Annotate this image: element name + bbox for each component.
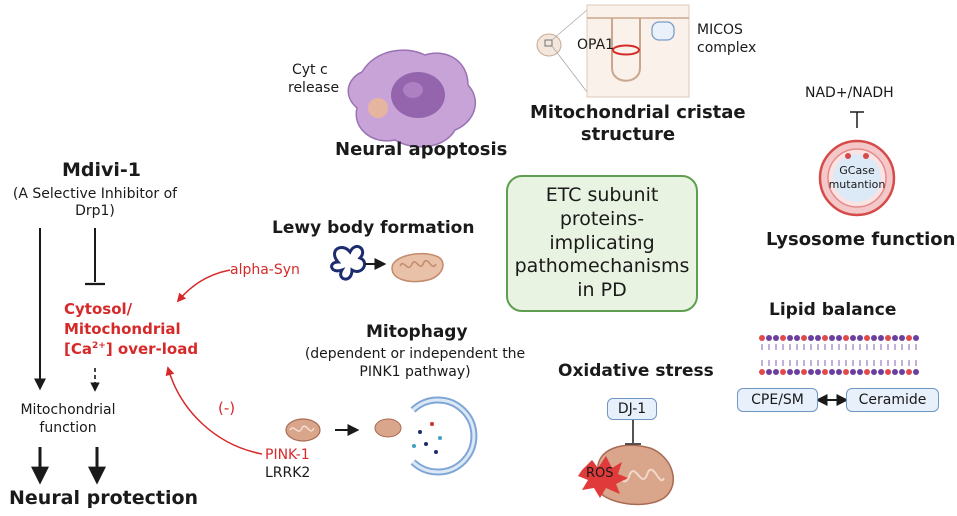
lipid-head bbox=[843, 369, 849, 375]
ros-label: ROS bbox=[586, 466, 614, 481]
lipid-head bbox=[808, 369, 814, 375]
micos-label-1: MICOS bbox=[697, 22, 743, 38]
dj1-box: DJ-1 bbox=[607, 398, 657, 420]
gcase-label-2: mutantion bbox=[828, 178, 886, 191]
etc-summary-box: ETC subunit proteins- implicating pathom… bbox=[506, 175, 698, 312]
lipid-head bbox=[780, 335, 786, 341]
lipid-head bbox=[899, 369, 905, 375]
lipid-head bbox=[906, 335, 912, 341]
lysosome-title: Lysosome function bbox=[766, 229, 956, 250]
calcium-label-1: Cytosol/ bbox=[64, 300, 133, 318]
pink1-inhibit-arrow bbox=[165, 366, 263, 455]
calcium-label-2: Mitochondrial bbox=[64, 320, 181, 338]
mitophagy-title: Mitophagy bbox=[366, 322, 468, 342]
lewy-title: Lewy body formation bbox=[272, 218, 475, 238]
lipid-head bbox=[801, 335, 807, 341]
gcase-label-1: GCase bbox=[839, 164, 875, 177]
lipid-head bbox=[801, 369, 807, 375]
lipid-head bbox=[780, 369, 786, 375]
mitophagy-sub-1: (dependent or independent the bbox=[304, 346, 526, 362]
lipid-head bbox=[794, 369, 800, 375]
lipid-head bbox=[766, 335, 772, 341]
neural-apoptosis-title: Neural apoptosis bbox=[335, 139, 508, 160]
micos-label-2: complex bbox=[697, 40, 757, 56]
lipid-head bbox=[885, 335, 891, 341]
lipid-head bbox=[759, 335, 765, 341]
lipid-head bbox=[906, 369, 912, 375]
mito-function-label-2: function bbox=[39, 420, 97, 436]
lrrk2-label: LRRK2 bbox=[265, 465, 311, 481]
lipid-head bbox=[913, 335, 919, 341]
neural-protection-label: Neural protection bbox=[9, 487, 199, 509]
etc-summary-line: in PD bbox=[577, 279, 627, 302]
minus-label: (-) bbox=[218, 399, 236, 417]
lipid-head bbox=[913, 369, 919, 375]
lipid-head bbox=[850, 369, 856, 375]
lipid-head bbox=[808, 335, 814, 341]
lipid-head bbox=[892, 335, 898, 341]
lipid-head bbox=[836, 369, 842, 375]
oxidative-stress-icon bbox=[578, 420, 675, 506]
lipid-head bbox=[815, 335, 821, 341]
lipid-head bbox=[864, 369, 870, 375]
lipid-head bbox=[815, 369, 821, 375]
lipid-head bbox=[857, 369, 863, 375]
alpha-syn-label: alpha-Syn bbox=[230, 262, 300, 278]
calcium-label-3: [Ca2+] over-load bbox=[64, 340, 199, 358]
lipid-head bbox=[843, 335, 849, 341]
lipid-title: Lipid balance bbox=[769, 300, 897, 320]
lipid-head bbox=[871, 369, 877, 375]
mitophagy-icon bbox=[285, 396, 478, 476]
lipid-head bbox=[773, 335, 779, 341]
cpe-sm-box: CPE/SM bbox=[737, 388, 818, 412]
lipid-head bbox=[794, 335, 800, 341]
lipid-head bbox=[759, 369, 765, 375]
lipid-head bbox=[899, 335, 905, 341]
mito-function-label-1: Mitochondrial bbox=[20, 402, 116, 418]
apoptotic-cell-icon bbox=[347, 49, 477, 148]
ceramide-box: Ceramide bbox=[846, 388, 939, 412]
lipid-head bbox=[885, 369, 891, 375]
lipid-head bbox=[857, 335, 863, 341]
mdivi-title: Mdivi-1 bbox=[62, 159, 142, 181]
lipid-head bbox=[850, 335, 856, 341]
alpha-syn-arrow bbox=[176, 269, 231, 303]
pink1-label: PINK-1 bbox=[265, 447, 310, 463]
nad-label: NAD+/NADH bbox=[805, 85, 894, 101]
lipid-head bbox=[822, 369, 828, 375]
mdivi-subtitle-2: Drp1) bbox=[75, 203, 115, 219]
cytc-label-1: Cyt c bbox=[292, 62, 328, 78]
lipid-head bbox=[822, 335, 828, 341]
etc-summary-line: ETC subunit bbox=[545, 184, 659, 207]
cristae-title-2: structure bbox=[580, 124, 676, 145]
lipid-head bbox=[878, 369, 884, 375]
cytc-label-2: release bbox=[288, 80, 340, 96]
cristae-structure-icon bbox=[536, 4, 690, 98]
etc-summary-line: implicating bbox=[549, 231, 655, 254]
lipid-head bbox=[787, 369, 793, 375]
mdivi-subtitle-1: (A Selective Inhibitor of bbox=[12, 186, 178, 202]
lipid-head bbox=[766, 369, 772, 375]
lipid-head bbox=[878, 335, 884, 341]
etc-summary-line: proteins- bbox=[559, 207, 645, 230]
mitophagy-sub-2: PINK1 pathway) bbox=[359, 364, 471, 380]
lewy-body-icon bbox=[330, 245, 444, 283]
etc-summary-line: pathomechanisms bbox=[514, 255, 690, 278]
cristae-title-1: Mitochondrial cristae bbox=[530, 102, 746, 123]
oxidative-title: Oxidative stress bbox=[558, 361, 714, 381]
lysosome-icon bbox=[818, 111, 896, 217]
lipid-head bbox=[871, 335, 877, 341]
lipid-head bbox=[892, 369, 898, 375]
lipid-head bbox=[864, 335, 870, 341]
lipid-head bbox=[836, 335, 842, 341]
lipid-head bbox=[829, 335, 835, 341]
opa1-label: OPA1 bbox=[577, 37, 615, 53]
mdivi-arrows bbox=[31, 228, 106, 485]
lipid-head bbox=[787, 335, 793, 341]
lipid-head bbox=[829, 369, 835, 375]
lipid-bilayer-icon bbox=[759, 335, 919, 406]
lipid-head bbox=[773, 369, 779, 375]
